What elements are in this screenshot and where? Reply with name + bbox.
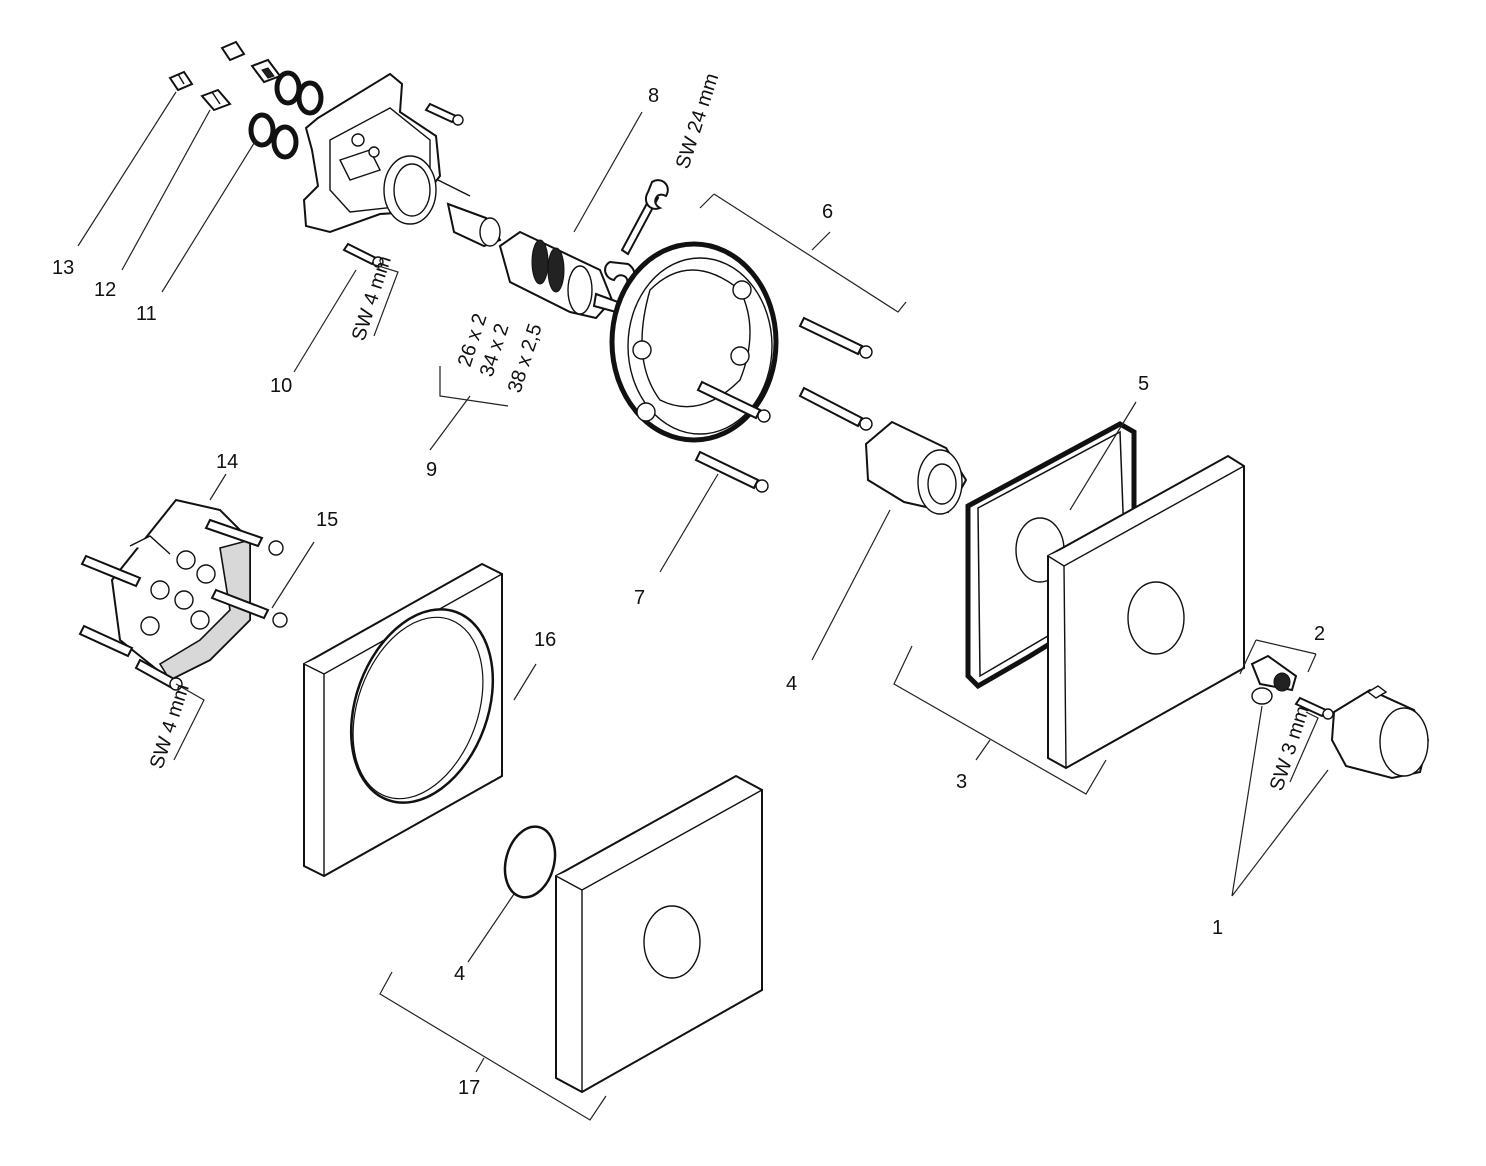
allen-key-10: [371, 263, 399, 337]
label-2: 2: [1314, 623, 1325, 645]
wrench-sw24: [604, 179, 669, 288]
cartridge-8: [498, 230, 620, 320]
allen-key-sw3: [1289, 711, 1319, 783]
handle-1: [1330, 685, 1430, 780]
part-labels: 13 12 11 10 8 9 6 7 4 5 3 2 1 14 15 16 4…: [52, 85, 1325, 1099]
square-cover-17: [555, 774, 763, 1094]
label-sw24: SW 24 mm: [672, 71, 723, 172]
screw-small-top: [424, 102, 464, 126]
fitting-13: [168, 70, 194, 92]
fitting-2: [1250, 654, 1334, 720]
label-7: 7: [634, 587, 645, 609]
label-17: 17: [458, 1077, 480, 1099]
o-ring-4-lower: [503, 825, 557, 899]
adapter: [446, 202, 502, 248]
ring-plate-6: [609, 241, 779, 443]
label-11: 11: [136, 303, 157, 325]
label-16: 16: [534, 629, 556, 651]
label-1: 1: [1212, 917, 1223, 939]
label-10: 10: [270, 375, 292, 397]
screws-15: [78, 518, 288, 691]
sleeve-4-right: [864, 420, 968, 515]
valve-body: [302, 72, 471, 234]
label-13: 13: [52, 257, 74, 279]
label-sw3: SW 3 mm: [1266, 703, 1314, 793]
leader-lines: [77, 91, 1329, 1121]
fitting-12: [200, 88, 232, 112]
label-8: 8: [648, 85, 659, 107]
label-6: 6: [822, 201, 833, 223]
o-rings-11: [248, 70, 324, 160]
label-12: 12: [94, 279, 116, 301]
label-14: 14: [216, 451, 238, 473]
label-3: 3: [956, 771, 967, 793]
label-4-right: 4: [786, 673, 797, 695]
label-sw4-left: SW 4 mm: [146, 681, 194, 771]
label-15: 15: [316, 509, 338, 531]
label-9: 9: [426, 459, 437, 481]
square-frame-16: [303, 562, 503, 878]
screws-7: [694, 316, 873, 493]
label-4-lower: 4: [454, 963, 465, 985]
mounting-box-14: [110, 498, 251, 682]
allen-key-14: [173, 683, 205, 761]
fittings-top-left: [168, 40, 324, 160]
fitting-upper: [220, 40, 282, 84]
square-plate-3: [1047, 454, 1245, 770]
label-5: 5: [1138, 373, 1149, 395]
